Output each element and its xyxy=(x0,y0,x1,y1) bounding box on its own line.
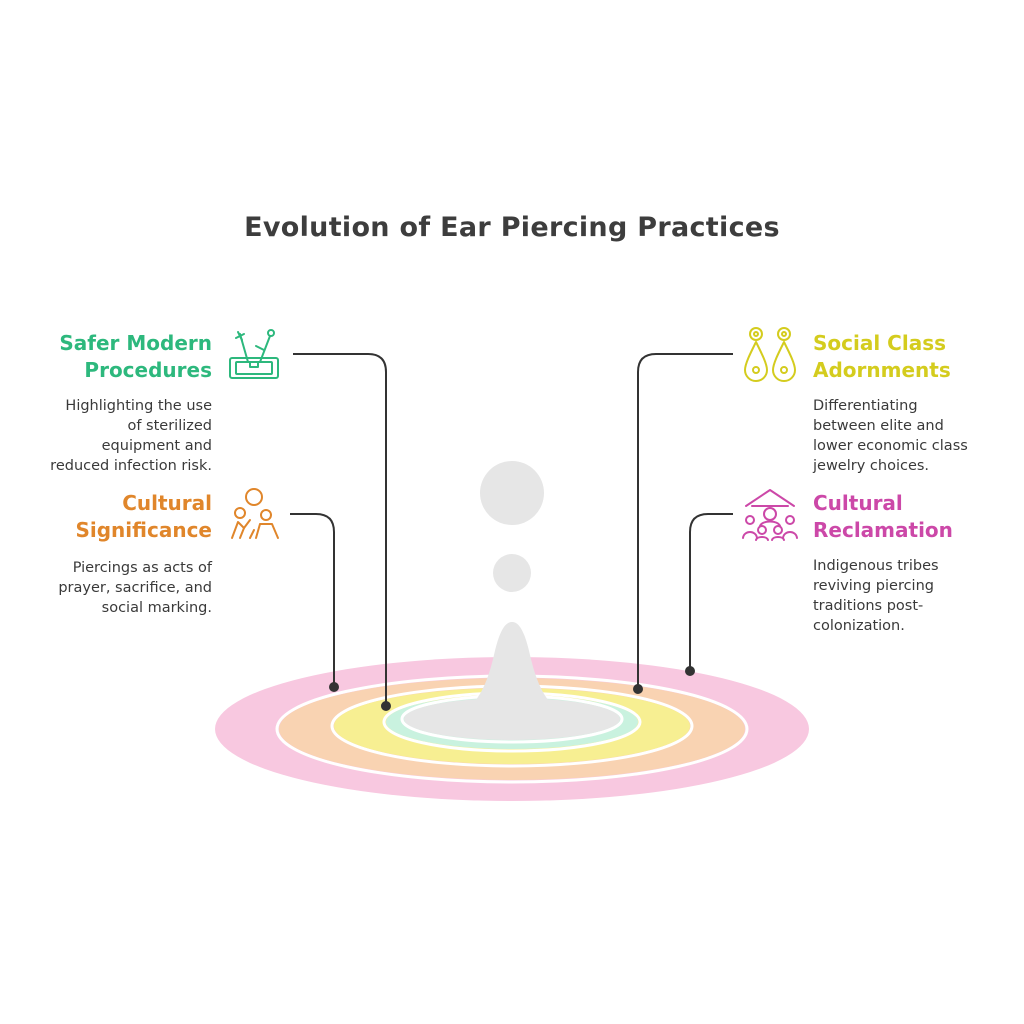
social-class-description-line: between elite and xyxy=(813,418,944,434)
cultural-significance-description: Piercings as acts of prayer, sacrifice, … xyxy=(58,558,212,618)
social-class-description: Differentiating between elite and lower … xyxy=(813,396,968,476)
connector-dot-safer xyxy=(381,701,391,711)
connector-dot-significance xyxy=(329,682,339,692)
sterilized-tools-icon xyxy=(229,329,279,379)
cultural-significance-description-line: prayer, sacrifice, and xyxy=(58,580,212,596)
splash-peak xyxy=(448,622,576,718)
safer-procedures-description-line: reduced infection risk. xyxy=(50,458,212,474)
tribe-community-icon xyxy=(742,489,798,541)
cultural-reclamation-description-line: traditions post- xyxy=(813,598,924,614)
cultural-significance-heading-line: Cultural xyxy=(122,491,212,515)
ring-center xyxy=(404,698,620,740)
connector-dot-reclamation xyxy=(685,666,695,676)
droplet-small xyxy=(493,554,531,592)
social-class-heading-line: Social Class xyxy=(813,331,947,355)
social-class-description-line: lower economic class xyxy=(813,438,968,454)
safer-procedures-description: Highlighting the use of sterilized equip… xyxy=(50,396,212,476)
droplet-large xyxy=(480,461,544,525)
earrings-icon xyxy=(744,327,796,382)
cultural-significance-description-line: Piercings as acts of xyxy=(72,560,212,576)
connector-safer xyxy=(293,353,387,706)
cultural-significance-heading: Cultural Significance xyxy=(75,490,212,544)
cultural-reclamation-heading-line: Cultural xyxy=(813,491,903,515)
connector-reclamation xyxy=(689,513,733,671)
social-class-heading: Social Class Adornments xyxy=(813,330,951,384)
cultural-reclamation-description-line: colonization. xyxy=(813,618,905,634)
safer-procedures-description-line: Highlighting the use xyxy=(65,398,212,414)
connector-dot-social xyxy=(633,684,643,694)
page-title: Evolution of Ear Piercing Practices xyxy=(244,212,780,243)
safer-procedures-description-line: of sterilized xyxy=(127,418,212,434)
cultural-reclamation-description: Indigenous tribes reviving piercing trad… xyxy=(813,556,939,636)
cultural-reclamation-heading-line: Reclamation xyxy=(813,518,953,542)
people-ritual-icon xyxy=(231,488,279,539)
social-class-description-line: jewelry choices. xyxy=(813,458,930,474)
safer-procedures-heading: Safer Modern Procedures xyxy=(59,330,212,384)
safer-procedures-heading-line: Procedures xyxy=(84,358,212,382)
social-class-description-line: Differentiating xyxy=(813,398,918,414)
cultural-significance-heading-line: Significance xyxy=(75,518,212,542)
safer-procedures-heading-line: Safer Modern xyxy=(59,331,212,355)
cultural-significance-description-line: social marking. xyxy=(101,600,212,616)
connector-significance xyxy=(290,513,335,687)
cultural-reclamation-description-line: Indigenous tribes xyxy=(813,558,939,574)
cultural-reclamation-heading: Cultural Reclamation xyxy=(813,490,953,544)
cultural-reclamation-description-line: reviving piercing xyxy=(813,578,934,594)
connector-social xyxy=(637,353,733,689)
safer-procedures-description-line: equipment and xyxy=(101,438,212,454)
social-class-heading-line: Adornments xyxy=(813,358,951,382)
